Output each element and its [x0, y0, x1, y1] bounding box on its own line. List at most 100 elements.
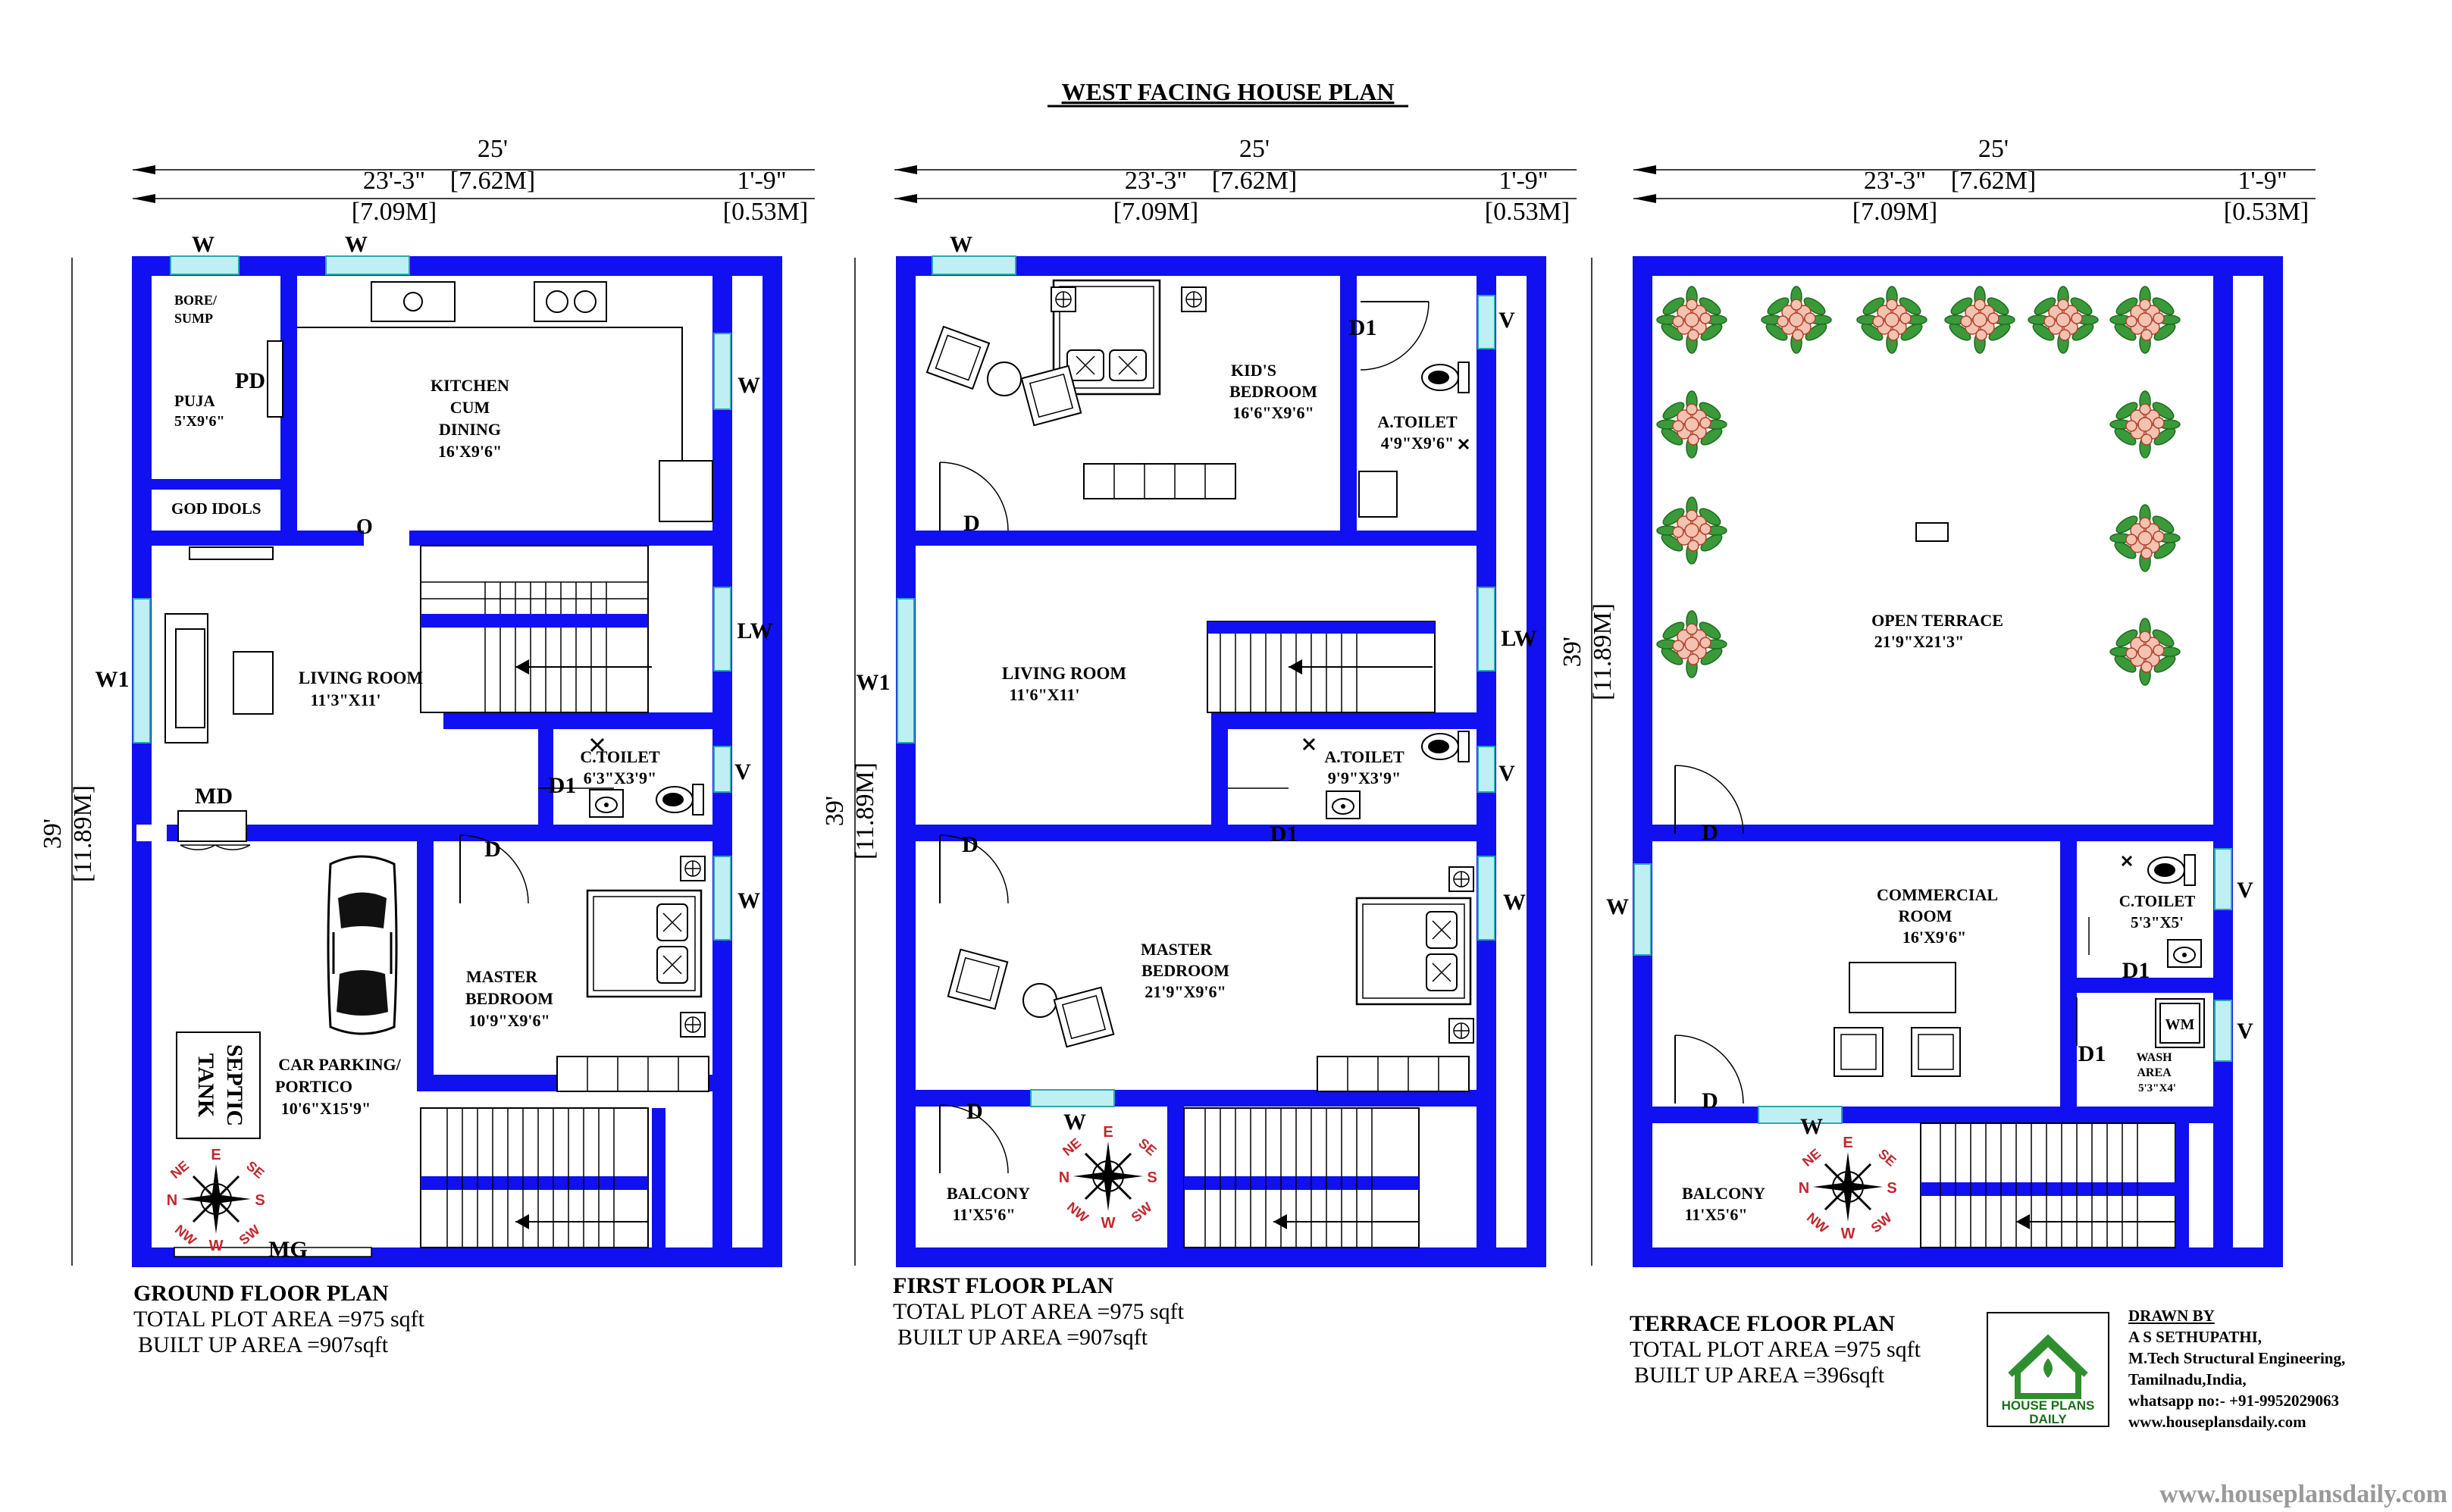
- compass-rose-terrace: E W N S NE SE NW SW: [1799, 1135, 1899, 1242]
- svg-text:5'3"X5': 5'3"X5': [2131, 913, 2184, 931]
- svg-text:W: W: [209, 1238, 224, 1254]
- svg-text:[11.89M]: [11.89M]: [69, 785, 97, 882]
- svg-text:MG: MG: [268, 1237, 308, 1262]
- svg-text:[0.53M]: [0.53M]: [1485, 198, 1570, 226]
- svg-text:5'3"X4': 5'3"X4': [2138, 1082, 2176, 1094]
- svg-text:NE: NE: [1060, 1135, 1084, 1159]
- svg-text:N: N: [167, 1192, 177, 1209]
- svg-text:BORE/: BORE/: [174, 293, 218, 308]
- svg-text:[7.62M]: [7.62M]: [1212, 167, 1297, 195]
- svg-text:OPEN TERRACE: OPEN TERRACE: [1871, 611, 2003, 630]
- svg-text:10'9"X9'6": 10'9"X9'6": [468, 1011, 550, 1030]
- svg-text:S: S: [1147, 1169, 1157, 1186]
- svg-text:W: W: [1841, 1226, 1855, 1242]
- terrace-caption-title: TERRACE FLOOR PLAN: [1630, 1311, 1896, 1336]
- terrace-floor-caption: TERRACE FLOOR PLAN TOTAL PLOT AREA =975 …: [1630, 1311, 1921, 1388]
- credit-place: Tamilnadu,India,: [2128, 1370, 2247, 1388]
- svg-text:D: D: [1702, 1088, 1718, 1113]
- svg-text:LW: LW: [1501, 626, 1536, 651]
- svg-text:KID'S: KID'S: [1231, 361, 1276, 380]
- svg-text:NW: NW: [1804, 1210, 1831, 1236]
- svg-text:10'6"X15'9": 10'6"X15'9": [281, 1099, 371, 1118]
- svg-text:D: D: [962, 832, 979, 857]
- svg-text:W: W: [737, 888, 760, 913]
- svg-text:DAILY: DAILY: [2029, 1412, 2067, 1426]
- svg-text:AREA: AREA: [2137, 1066, 2172, 1079]
- svg-text:39': 39': [1558, 637, 1586, 667]
- svg-text:E: E: [211, 1147, 221, 1163]
- ground-plot-area: TOTAL PLOT AREA =975 sqft: [133, 1307, 424, 1332]
- svg-text:N: N: [1059, 1169, 1069, 1186]
- first-built-area: BUILT UP AREA =907sqft: [897, 1325, 1148, 1350]
- svg-text:1'-9": 1'-9": [737, 167, 786, 195]
- svg-text:1'-9": 1'-9": [2237, 167, 2287, 195]
- svg-text:TANK: TANK: [193, 1053, 218, 1118]
- svg-text:25': 25': [1978, 135, 2009, 163]
- svg-text:[7.62M]: [7.62M]: [450, 167, 535, 195]
- svg-text:W: W: [1800, 1114, 1823, 1139]
- svg-text:25': 25': [1239, 135, 1270, 163]
- svg-text:[7.62M]: [7.62M]: [1951, 167, 2036, 195]
- ground-floor-caption: GROUND FLOOR PLAN TOTAL PLOT AREA =975 s…: [133, 1281, 424, 1358]
- svg-text:PD: PD: [235, 368, 265, 393]
- dimension-group-first: 25' [7.62M] 23'-3" [7.09M] 1'-9" [0.53M]…: [821, 135, 1577, 1266]
- plan-title: WEST FACING HOUSE PLAN: [1062, 78, 1395, 105]
- svg-text:D1: D1: [2122, 958, 2150, 983]
- credit-name: A S SETHUPATHI,: [2128, 1328, 2263, 1346]
- svg-text:W: W: [1101, 1215, 1116, 1232]
- svg-text:V: V: [2237, 1019, 2253, 1044]
- svg-text:MD: MD: [195, 784, 233, 809]
- svg-text:D: D: [966, 1099, 983, 1124]
- terrace-plot-area: TOTAL PLOT AREA =975 sqft: [1630, 1337, 1921, 1362]
- svg-text:BEDROOM: BEDROOM: [1141, 961, 1229, 980]
- credit-degree: M.Tech Structural Engineering,: [2128, 1349, 2346, 1367]
- svg-text:DINING: DINING: [439, 420, 501, 439]
- svg-text:ROOM: ROOM: [1899, 906, 1953, 925]
- svg-text:S: S: [1887, 1180, 1896, 1197]
- svg-text:W: W: [345, 232, 368, 257]
- svg-text:BEDROOM: BEDROOM: [1229, 382, 1317, 401]
- svg-text:W: W: [1503, 890, 1526, 915]
- svg-text:D: D: [1702, 820, 1718, 845]
- terrace-built-area: BUILT UP AREA =396sqft: [1634, 1363, 1885, 1388]
- svg-text:5'X9'6": 5'X9'6": [174, 413, 225, 430]
- svg-text:SW: SW: [1129, 1199, 1155, 1225]
- svg-text:9'9"X3'9": 9'9"X3'9": [1328, 769, 1401, 787]
- house-plans-daily-logo: HOUSE PLANS DAILY: [1987, 1312, 2109, 1427]
- svg-text:25': 25': [478, 135, 508, 163]
- compass-rose-first: E W N S NE SE NW SW: [1059, 1124, 1160, 1232]
- svg-text:D1: D1: [549, 773, 577, 798]
- svg-text:39': 39': [821, 796, 849, 826]
- svg-text:[7.09M]: [7.09M]: [1852, 198, 1937, 226]
- first-floor-caption: FIRST FLOOR PLAN TOTAL PLOT AREA =975 sq…: [893, 1273, 1184, 1351]
- svg-text:[0.53M]: [0.53M]: [723, 198, 808, 226]
- svg-text:16'6"X9'6": 16'6"X9'6": [1232, 403, 1314, 422]
- svg-text:V: V: [1498, 308, 1515, 333]
- svg-text:V: V: [2237, 878, 2253, 903]
- drawn-by-credit: DRAWN BY A S SETHUPATHI, M.Tech Structur…: [2128, 1305, 2345, 1432]
- svg-text:W1: W1: [856, 670, 891, 695]
- svg-text:E: E: [1843, 1135, 1852, 1151]
- svg-text:23'-3": 23'-3": [1125, 167, 1187, 195]
- svg-text:COMMERCIAL: COMMERCIAL: [1877, 885, 1998, 904]
- svg-text:4'9"X9'6": 4'9"X9'6": [1381, 434, 1455, 452]
- svg-text:LIVING ROOM: LIVING ROOM: [299, 668, 423, 687]
- svg-text:23'-3": 23'-3": [1864, 167, 1926, 195]
- svg-text:NW: NW: [172, 1222, 199, 1248]
- svg-text:MASTER: MASTER: [1141, 940, 1213, 959]
- first-plot-area: TOTAL PLOT AREA =975 sqft: [893, 1299, 1184, 1324]
- svg-text:21'9"X9'6": 21'9"X9'6": [1145, 982, 1226, 1001]
- svg-text:SE: SE: [243, 1158, 267, 1182]
- svg-text:21'9"X21'3": 21'9"X21'3": [1874, 632, 1965, 651]
- svg-text:SEPTIC: SEPTIC: [222, 1044, 247, 1126]
- svg-text:[7.09M]: [7.09M]: [1113, 198, 1198, 226]
- credit-website: www.houseplansdaily.com: [2128, 1413, 2306, 1431]
- credit-phone: whatsapp no:- +91-9952029063: [2128, 1391, 2339, 1410]
- website-watermark: www.houseplansdaily.com: [2159, 1480, 2447, 1508]
- svg-text:[11.89M]: [11.89M]: [851, 762, 879, 859]
- svg-text:PUJA: PUJA: [174, 392, 215, 410]
- compass-rose-ground: E W N S NE SE NW SW: [167, 1147, 268, 1254]
- svg-text:16'X9'6": 16'X9'6": [438, 442, 502, 461]
- svg-text:CAR PARKING/: CAR PARKING/: [278, 1055, 401, 1074]
